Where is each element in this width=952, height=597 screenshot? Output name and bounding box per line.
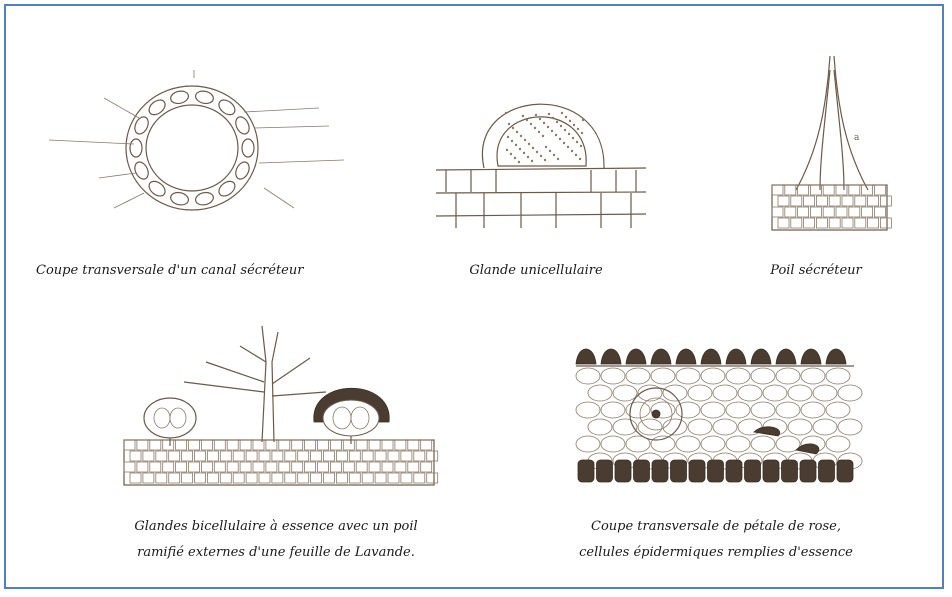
caption-secretory-hair: Poil sécréteur	[756, 262, 876, 280]
caption-rose-line1: Coupe transversale de pétale de rose,	[546, 518, 886, 536]
rose-petal-drawing	[564, 332, 864, 492]
unicellular-gland-drawing	[426, 68, 656, 238]
svg-text:a: a	[854, 133, 860, 143]
lavender-glands-drawing	[114, 322, 444, 492]
caption-lavender-line1: Glandes bicellulaire à essence avec un p…	[86, 518, 466, 536]
figure-frame: Coupe transversale d'un canal sécréteur …	[4, 4, 944, 589]
caption-lavender-line2: ramifié externes d'une feuille de Lavand…	[86, 544, 466, 562]
caption-rose-line2: cellules épidermiques remplies d'essence	[546, 544, 886, 562]
secretory-hair-drawing: a	[758, 50, 898, 235]
caption-unicellular-gland: Glande unicellulaire	[436, 262, 636, 280]
caption-secretory-canal: Coupe transversale d'un canal sécréteur	[36, 262, 356, 280]
secretory-canal-drawing	[44, 68, 354, 228]
